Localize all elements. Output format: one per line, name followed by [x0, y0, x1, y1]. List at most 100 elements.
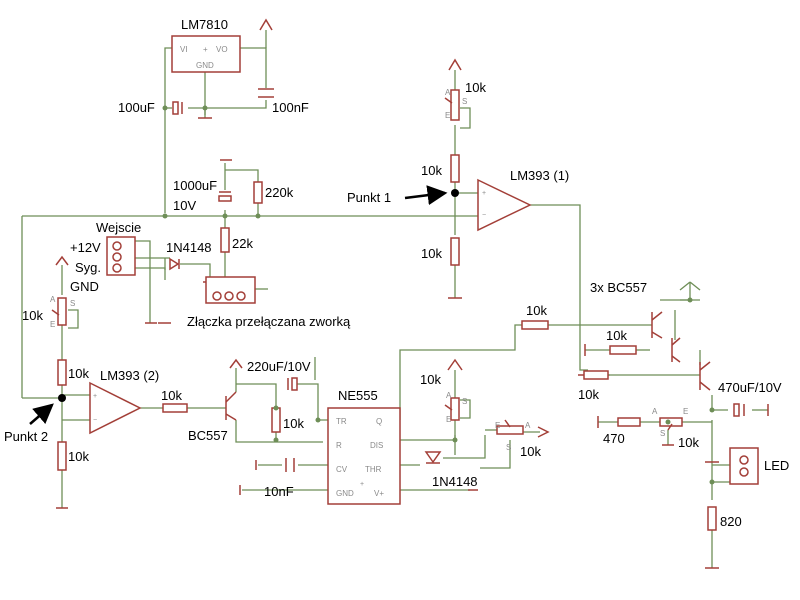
svg-text:THR: THR — [365, 465, 382, 474]
svg-text:CV: CV — [336, 465, 348, 474]
capacitor-1000uf: 1000uF 10V — [173, 178, 232, 213]
transistor-bc557-label: BC557 — [188, 428, 228, 443]
punkt1-annotation: Punkt 1 — [347, 185, 448, 206]
resistor-22k: 22k — [220, 227, 253, 253]
resistor-bc557-base-label: 10k — [161, 388, 182, 403]
potentiometer-555-side: E A S 10k — [495, 419, 541, 459]
resistor-q1-base-label: 10k — [526, 303, 547, 318]
input-pin-gnd: GND — [70, 279, 99, 294]
potentiometer-555: A E S 10k — [420, 372, 467, 424]
resistor-punkt1-upper-label: 10k — [421, 163, 442, 178]
input-pin-12v: +12V — [70, 240, 101, 255]
svg-text:S: S — [462, 397, 467, 406]
svg-text:E: E — [445, 111, 450, 120]
svg-text:+: + — [482, 190, 486, 197]
svg-text:S: S — [462, 97, 467, 106]
capacitor-1000uf-label: 1000uF — [173, 178, 217, 193]
capacitor-100nf-label: 100nF — [272, 100, 309, 115]
potentiometer-punkt2-label: 10k — [22, 308, 43, 323]
resistor-22k-label: 22k — [232, 236, 253, 251]
potentiometer-punkt2: A E S 10k — [22, 295, 75, 329]
potentiometer-punkt1: A E S 10k — [444, 80, 486, 121]
resistor-punkt2-upper: 10k — [57, 359, 89, 386]
svg-text:E: E — [495, 421, 500, 430]
punkt1-node — [451, 189, 459, 197]
led-connector-label: LED — [764, 458, 789, 473]
comparator-lm393-1: + − LM393 (1) — [477, 168, 569, 232]
resistor-punkt2-lower: 10k — [57, 441, 89, 471]
capacitor-100nf: 100nF — [258, 88, 309, 115]
comparator-lm393-2: + − LM393 (2) — [89, 368, 159, 435]
svg-text:Q: Q — [376, 417, 382, 426]
led-connector: LED — [729, 447, 789, 485]
jumper-connector-label: Złączka przełączana zworką — [187, 314, 351, 329]
resistor-q2: 10k — [606, 328, 637, 355]
wires — [21, 30, 768, 568]
svg-text:E: E — [50, 320, 55, 329]
resistor-820: 820 — [707, 506, 742, 531]
capacitor-100uf-label: 100uF — [118, 100, 155, 115]
jumper-connector: Złączka przełączana zworką — [187, 276, 351, 329]
lm7810-pin-plus: + — [203, 45, 208, 54]
svg-text:A: A — [50, 295, 56, 304]
diode-1n4148-bottom: 1N4148 — [424, 451, 478, 489]
junction-dots — [162, 105, 715, 485]
resistor-q3-label: 10k — [578, 387, 599, 402]
capacitor-10nf: 10nF — [264, 458, 295, 499]
capacitor-10nf-label: 10nF — [264, 484, 294, 499]
capacitor-220uf: 220uF/10V — [247, 359, 311, 391]
potentiometer-led-label: 10k — [678, 435, 699, 450]
lm7810-pin-gnd: GND — [196, 61, 214, 70]
lm7810-pin-vi: VI — [180, 45, 188, 54]
capacitor-100uf: 100uF — [118, 100, 183, 115]
punkt2-node — [58, 394, 66, 402]
punkt2-label: Punkt 2 — [4, 429, 48, 444]
svg-text:DIS: DIS — [370, 441, 383, 450]
resistor-820-label: 820 — [720, 514, 742, 529]
svg-text:S: S — [70, 299, 75, 308]
punkt2-annotation: Punkt 2 — [4, 403, 54, 444]
capacitor-220uf-label: 220uF/10V — [247, 359, 311, 374]
potentiometer-punkt1-label: 10k — [465, 80, 486, 95]
capacitor-470uf: 470uF/10V — [718, 380, 782, 417]
lm7810-label: LM7810 — [181, 17, 228, 32]
lm7810-pin-vo: VO — [216, 45, 228, 54]
capacitor-1000uf-voltage: 10V — [173, 198, 196, 213]
lm7810-regulator: LM7810 VI + VO GND — [171, 17, 241, 73]
input-pin-sig: Syg. — [75, 260, 101, 275]
potentiometer-555-side-label: 10k — [520, 444, 541, 459]
resistor-470-label: 470 — [603, 431, 625, 446]
capacitor-470uf-label: 470uF/10V — [718, 380, 782, 395]
svg-text:A: A — [652, 407, 658, 416]
transistors-3x-bc557-label: 3x BC557 — [590, 280, 647, 295]
resistor-q2-label: 10k — [606, 328, 627, 343]
diode-1n4148-top-label: 1N4148 — [166, 240, 212, 255]
svg-text:S: S — [506, 443, 511, 452]
transistor-bc557: BC557 — [188, 391, 237, 443]
timer-ne555: NE555 TR Q R DIS CV THR GND V+ + — [327, 388, 401, 505]
resistor-punkt1-lower-label: 10k — [421, 246, 442, 261]
punkt1-label: Punkt 1 — [347, 190, 391, 205]
svg-text:A: A — [525, 421, 531, 430]
resistor-q1-base: 10k — [521, 303, 549, 330]
resistor-220k: 220k — [253, 181, 294, 204]
diode-1n4148-top: 1N4148 — [166, 240, 212, 271]
diode-1n4148-bottom-label: 1N4148 — [432, 474, 478, 489]
resistor-470: 470 — [603, 417, 641, 446]
timer-ne555-label: NE555 — [338, 388, 378, 403]
svg-text:E: E — [683, 407, 688, 416]
resistor-220k-label: 220k — [265, 185, 294, 200]
resistor-punkt1-lower: 10k — [421, 237, 460, 266]
potentiometer-555-label: 10k — [420, 372, 441, 387]
svg-text:S: S — [660, 429, 665, 438]
svg-text:R: R — [336, 441, 342, 450]
resistor-bc557-base: 10k — [161, 388, 188, 413]
svg-text:TR: TR — [336, 417, 347, 426]
svg-text:A: A — [445, 88, 451, 97]
svg-text:+: + — [93, 393, 97, 400]
svg-text:+: + — [360, 481, 364, 488]
ground-symbols — [55, 18, 769, 569]
comparator-lm393-1-label: LM393 (1) — [510, 168, 569, 183]
svg-text:−: − — [482, 212, 486, 219]
